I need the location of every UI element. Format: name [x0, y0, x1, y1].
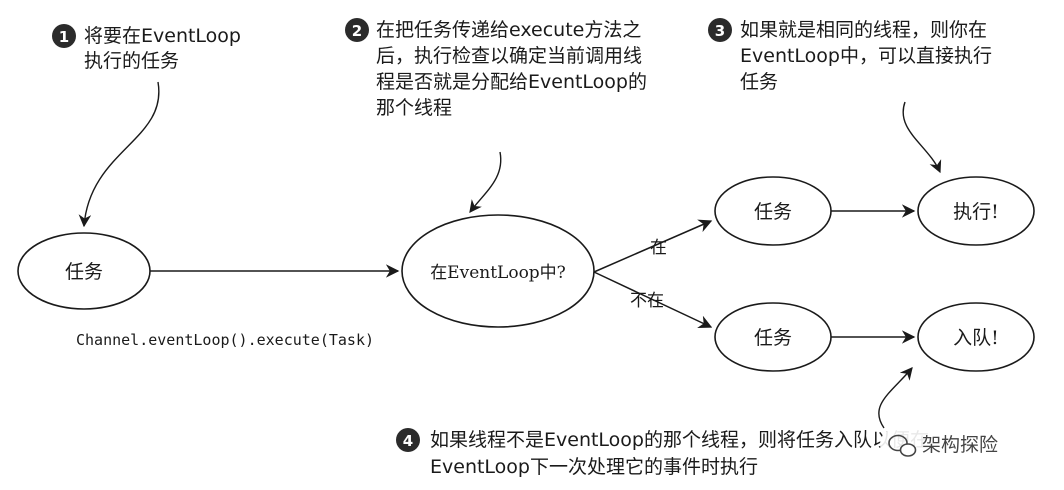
callout-2: 2 在把任务传递给execute方法之 后，执行检查以确定当前调用线 程是否就是… [345, 18, 647, 119]
node-check: 在EventLoop中? [401, 214, 595, 328]
callout-4: 4 如果线程不是EventLoop的那个线程，则将任务入队以便在 EventLo… [396, 428, 929, 478]
node-task-no: 任务 [714, 302, 832, 372]
watermark-pill [880, 428, 1042, 460]
node-task-yes: 任务 [714, 176, 832, 246]
node-execute-label: 执行! [953, 201, 999, 223]
callout-3: 3 如果就是相同的线程，则你在 EventLoop中，可以直接执行 任务 [708, 18, 992, 93]
node-enqueue: 入队! [917, 302, 1035, 372]
callout-2-line-3: 程是否就是分配给EventLoop的 [376, 71, 647, 93]
callout-4-line-2: EventLoop下一次处理它的事件时执行 [430, 456, 758, 478]
badge-3-number: 3 [715, 22, 725, 40]
callout-4-line-1: 如果线程不是EventLoop的那个线程，则将任务入队以便在 [430, 429, 929, 451]
callout-2-line-1: 在把任务传递给execute方法之 [376, 19, 641, 41]
node-enqueue-shape [917, 302, 1035, 372]
node-check-shape [401, 214, 595, 328]
edge-check-to-yes [593, 219, 713, 273]
callout-1: 1 将要在EventLoop 执行的任务 [52, 24, 241, 72]
callout-4-arrow [878, 367, 913, 429]
watermark: 架构探险 [880, 428, 1042, 460]
callout-2-line-4: 那个线程 [376, 97, 452, 119]
callout-3-line-3: 任务 [740, 71, 778, 93]
edge-yes-label: 在 [650, 238, 667, 258]
node-task-label: 任务 [65, 261, 103, 283]
callout-3-arrow [902, 101, 942, 174]
edge-no-label: 不在 [630, 291, 664, 311]
node-task: 任务 [17, 232, 151, 310]
badge-4 [396, 428, 420, 452]
badge-1-number: 1 [59, 28, 69, 46]
node-enqueue-label: 入队! [953, 327, 999, 349]
code-caption: Channel.eventLoop().execute(Task) [76, 331, 374, 349]
callout-2-line-2: 后，执行检查以确定当前调用线 [376, 45, 642, 67]
node-execute-shape [917, 176, 1035, 246]
badge-1 [52, 24, 76, 48]
edge-check-to-no [593, 271, 713, 328]
badge-3 [708, 18, 732, 42]
callout-3-line-2: EventLoop中，可以直接执行 [740, 45, 992, 67]
callout-1-arrow [78, 81, 160, 228]
node-execute: 执行! [917, 176, 1035, 246]
badge-4-number: 4 [403, 432, 413, 450]
node-check-label: 在EventLoop中? [430, 263, 566, 283]
callout-1-line-1: 将要在EventLoop [84, 25, 241, 47]
callout-1-line-2: 执行的任务 [84, 50, 179, 72]
watermark-text: 架构探险 [922, 434, 998, 456]
callout-3-line-1: 如果就是相同的线程，则你在 [740, 19, 987, 41]
node-task-no-label: 任务 [754, 327, 792, 349]
badge-2 [345, 18, 369, 42]
wechat-icon [888, 434, 917, 457]
node-task-yes-label: 任务 [754, 201, 792, 223]
callout-2-arrow [469, 151, 502, 214]
badge-2-number: 2 [352, 22, 362, 40]
